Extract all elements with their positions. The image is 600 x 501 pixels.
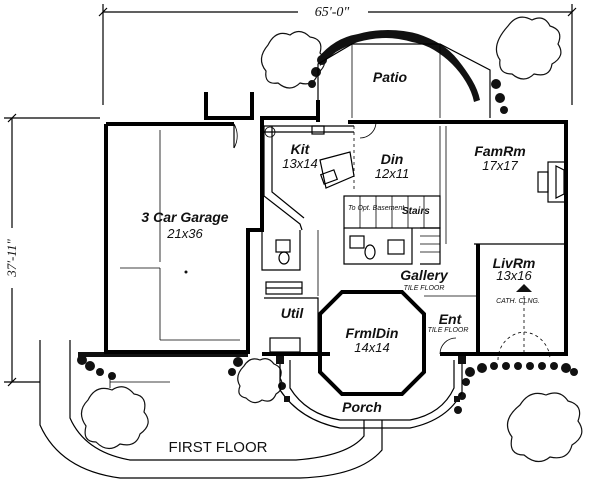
floor-caption: FIRST FLOOR [169, 439, 268, 456]
formal-dining: FrmlDin 14x14 [318, 290, 426, 396]
powder-room [261, 228, 413, 295]
landscape-trees [80, 16, 583, 463]
porch: Porch [276, 356, 466, 429]
utility-label: Util [281, 305, 305, 321]
driveway [39, 340, 383, 479]
kitchen-label: Kit [291, 141, 311, 157]
family-label: FamRm [474, 143, 525, 159]
patio: Patio [317, 43, 491, 118]
tree-top-left [260, 30, 326, 89]
basement-note: To Opt. Basement [348, 205, 405, 212]
utility: Util [264, 297, 319, 354]
patio-label: Patio [373, 69, 408, 85]
entry-label: Ent [439, 311, 463, 327]
width-dimension-label: 65'-0" [315, 5, 350, 20]
entry: Ent TILE FLOOR [424, 295, 478, 355]
tree-bottom-right [506, 392, 583, 463]
living-room: LivRm 13x16 CATH. CLNG. [474, 243, 566, 361]
living-size: 13x16 [496, 268, 532, 283]
garage-label: 3 Car Garage [141, 209, 228, 225]
dining-label: Din [381, 151, 404, 167]
stairs: To Opt. Basement Stairs [343, 195, 441, 265]
formal-dining-label: FrmlDin [346, 325, 399, 341]
width-dimension: 65'-0" [98, 4, 577, 105]
porch-label: Porch [342, 399, 382, 415]
tree-porch-left [237, 358, 283, 404]
depth-dimension: 37'-11" [3, 113, 100, 387]
dining-size: 12x11 [375, 166, 409, 181]
kitchen: Kit 13x14 [263, 125, 355, 231]
depth-dimension-label: 37'-11" [4, 239, 19, 278]
family-size: 17x17 [482, 158, 518, 173]
tree-bottom-left [80, 386, 149, 450]
garage-size: 21x36 [166, 226, 203, 241]
formal-dining-size: 14x14 [354, 340, 389, 355]
living-label: LivRm [493, 255, 536, 271]
gallery: Gallery TILE FLOOR [317, 230, 449, 296]
kitchen-size: 13x14 [282, 156, 317, 171]
tree-top-right [495, 16, 562, 80]
garage-details: 3 Car Garage 21x36 [109, 123, 240, 388]
dining: Din 12x11 [353, 121, 441, 196]
exterior-walls [104, 92, 568, 356]
living-note: CATH. CLNG. [496, 298, 540, 305]
stairs-label: Stairs [402, 206, 430, 217]
gallery-note: TILE FLOOR [404, 285, 445, 292]
family-room: FamRm 17x17 [445, 126, 567, 244]
entry-note: TILE FLOOR [428, 327, 469, 334]
gallery-label: Gallery [400, 267, 449, 283]
